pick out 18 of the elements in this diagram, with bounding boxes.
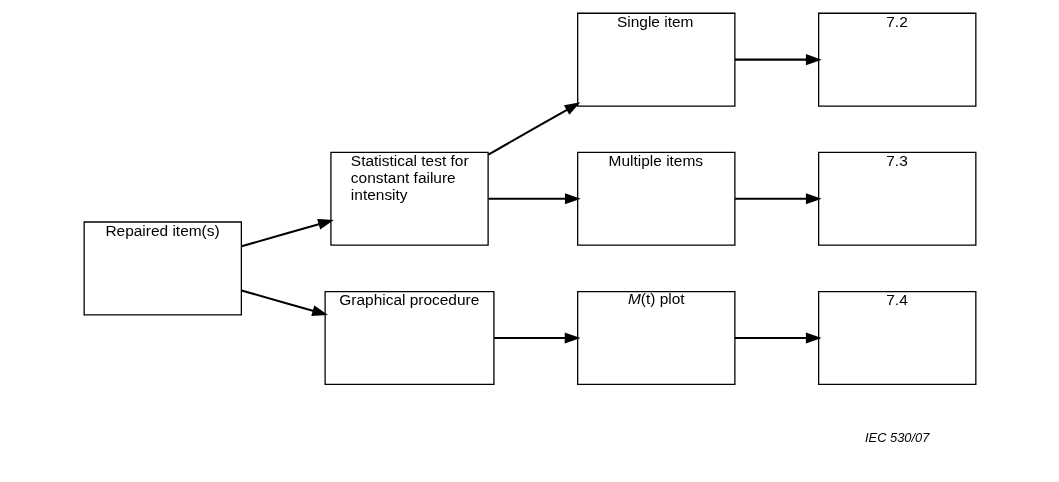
arrow — [734, 193, 822, 205]
arrow — [734, 332, 822, 344]
arrow — [487, 102, 580, 156]
node-box: Repaired item(s) — [83, 221, 242, 316]
node-box: Graphical procedure — [323, 290, 495, 385]
arrow — [493, 332, 580, 344]
arrow — [487, 193, 581, 205]
node-box: Single item — [576, 12, 736, 107]
node-box: 7.3 — [817, 151, 976, 246]
arrow — [240, 219, 334, 248]
node-box: M(t) plot — [576, 290, 736, 385]
node-box: Multiple items — [576, 151, 736, 246]
label: IEC 530/07 — [864, 429, 929, 445]
arrow — [734, 54, 822, 66]
node-box: 7.4 — [817, 290, 976, 385]
node-box: Statistical test for constant failure intensity — [329, 151, 489, 246]
node-box: 7.2 — [817, 12, 976, 107]
arrow — [240, 289, 328, 317]
